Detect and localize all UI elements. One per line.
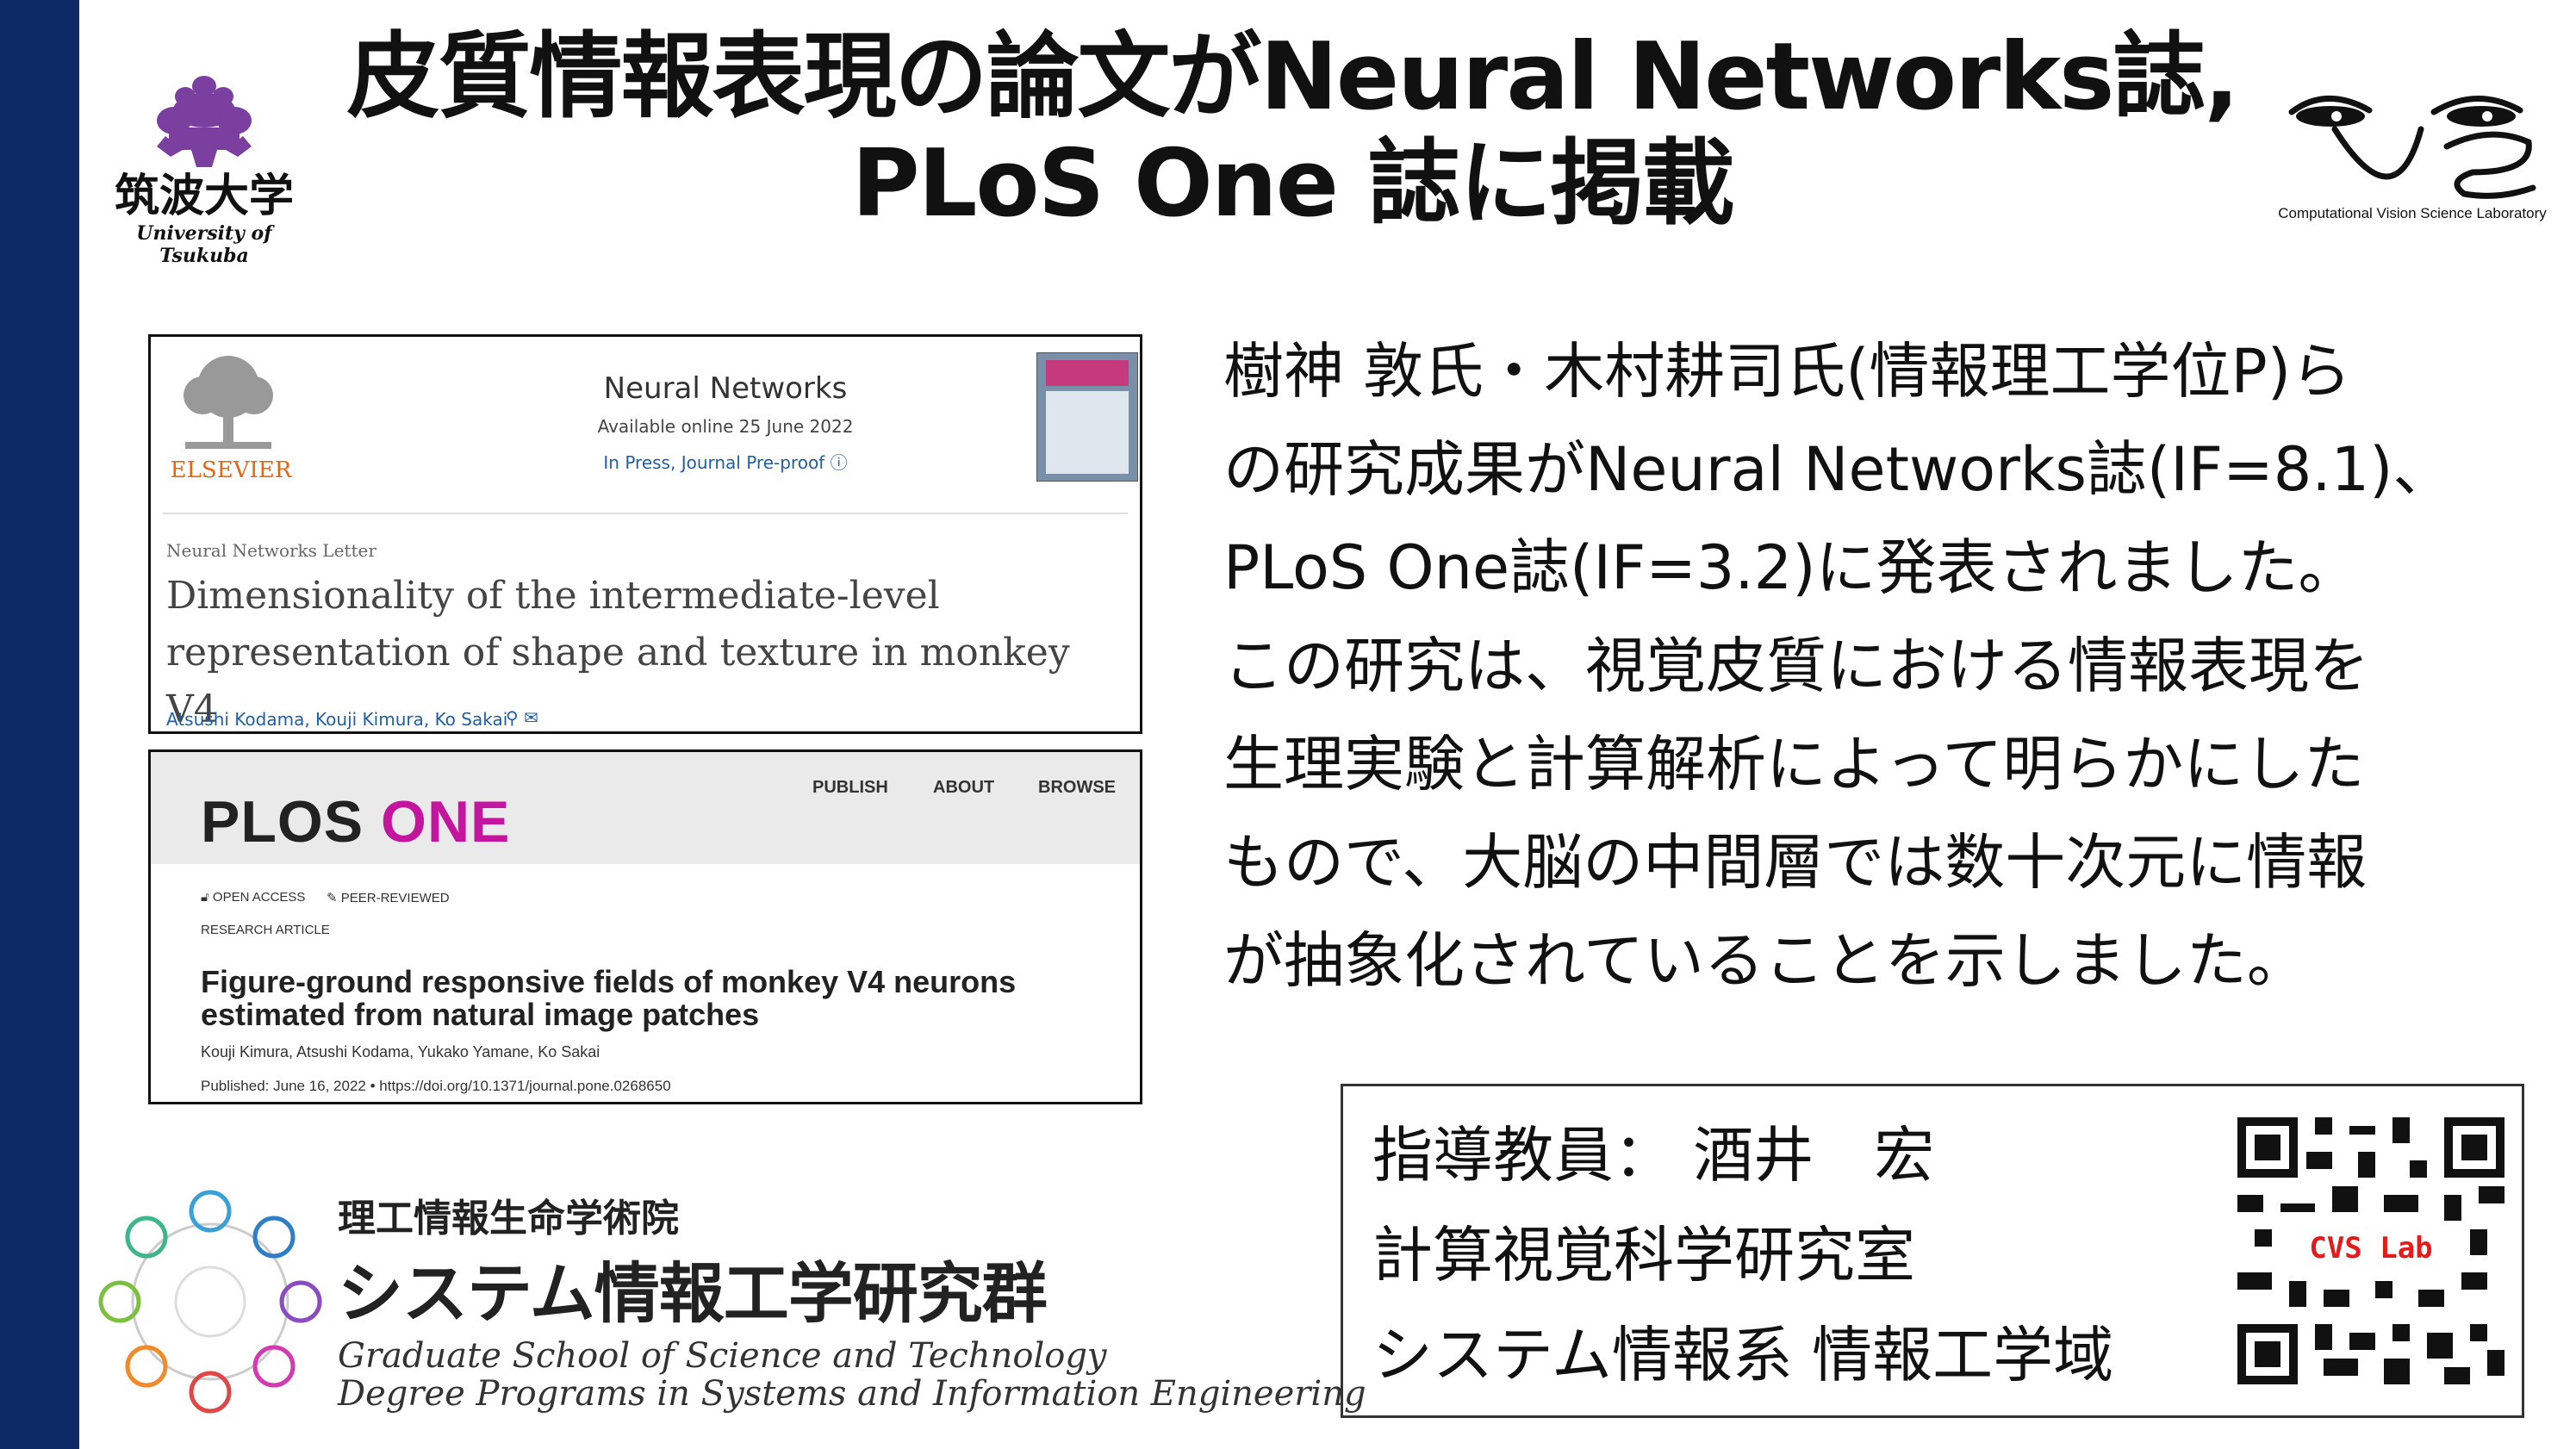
research-description: 樹神 敦氏・木村耕司氏(情報理工学位P)ら の研究成果がNeural Netwo… bbox=[1223, 322, 2542, 1010]
neural-networks-article-card: ELSEVIER Neural Networks Available onlin… bbox=[148, 334, 1142, 734]
university-name-en: University of Tsukuba bbox=[136, 222, 272, 267]
elsevier-wordmark: ELSEVIER bbox=[170, 457, 292, 483]
nav-about[interactable]: ABOUT bbox=[933, 778, 995, 797]
journal-cover-thumbnail bbox=[1036, 352, 1138, 482]
school-name-small: 理工情報生命学術院 bbox=[338, 1197, 679, 1241]
plos-article-authors[interactable]: Kouji Kimura, Atsushi Kodama, Yukako Yam… bbox=[201, 1043, 600, 1060]
description-line: この研究は、視覚皮質における情報表現を bbox=[1223, 631, 2369, 701]
lock-icon: 🔓︎ bbox=[201, 890, 209, 905]
description-line: が抽象化されていることを示しました。 bbox=[1223, 925, 2307, 996]
article-authors[interactable]: Atsushi Kodama, Kouji Kimura, Ko Sakai bbox=[166, 709, 508, 730]
journal-name: Neural Networks bbox=[603, 371, 848, 406]
author-contact-icon[interactable]: ⚲ ✉ bbox=[506, 707, 538, 728]
advisor-text: 指導教員： 酒井 宏 計算視覚科学研究室 システム情報系 情報工学域 bbox=[1372, 1105, 2113, 1405]
advisor-info-box: 指導教員： 酒井 宏 計算視覚科学研究室 システム情報系 情報工学域 bbox=[1341, 1084, 2524, 1418]
cvs-lab-logo-icon bbox=[2274, 78, 2550, 207]
peer-reviewed-label: PEER-REVIEWED bbox=[340, 891, 450, 905]
one-logo-text: ONE bbox=[381, 789, 511, 855]
school-name-en: Graduate School of Science and Technolog… bbox=[338, 1337, 1366, 1413]
plos-article-title[interactable]: Figure-ground responsive fields of monke… bbox=[201, 964, 1017, 1032]
description-line: の研究成果がNeural Networks誌(IF=8.1)、 bbox=[1223, 434, 2454, 505]
slide-title: 皮質情報表現の論文がNeural Networks誌, PLoS One 誌に掲… bbox=[258, 24, 2326, 238]
lab-name: 計算視覚科学研究室 bbox=[1372, 1220, 1915, 1290]
card-divider bbox=[163, 513, 1128, 514]
university-name-ja: 筑波大学 bbox=[114, 170, 294, 222]
advisor-name: 指導教員： 酒井 宏 bbox=[1372, 1120, 1935, 1191]
plos-logo-text: PLOS bbox=[201, 789, 364, 855]
nav-browse[interactable]: BROWSE bbox=[1038, 778, 1116, 797]
left-sidebar-bar bbox=[0, 0, 79, 1449]
nav-publish[interactable]: PUBLISH bbox=[812, 778, 888, 797]
open-access-badge: 🔓︎ OPEN ACCESS bbox=[201, 890, 305, 905]
school-name-en-line-1: Graduate School of Science and Technolog… bbox=[338, 1336, 1107, 1376]
department-name: システム情報系 情報工学域 bbox=[1372, 1320, 2114, 1390]
in-press-link[interactable]: In Press, Journal Pre-proof ⓘ bbox=[603, 452, 848, 473]
description-line: 樹神 敦氏・木村耕司氏(情報理工学位P)ら bbox=[1223, 336, 2352, 407]
lab-logo-caption: Computational Vision Science Laboratory bbox=[2278, 205, 2547, 221]
school-name-en-line-2: Degree Programs in Systems and Informati… bbox=[338, 1374, 1366, 1414]
available-online-date: Available online 25 June 2022 bbox=[597, 416, 854, 437]
qr-code-icon[interactable]: CVS Lab bbox=[2237, 1117, 2504, 1384]
description-line: 生理実験と計算解析によって明らかにした bbox=[1223, 729, 2365, 799]
plos-published-info: Published: June 16, 2022 • https://doi.o… bbox=[201, 1078, 671, 1094]
article-title[interactable]: Dimensionality of the intermediate-level… bbox=[166, 574, 1070, 731]
description-line: PLoS One誌(IF=3.2)に発表されました。 bbox=[1223, 532, 2359, 603]
peer-reviewed-badge: ✎ PEER-REVIEWED bbox=[327, 890, 450, 905]
pen-icon: ✎ bbox=[327, 891, 338, 905]
open-access-label: OPEN ACCESS bbox=[212, 890, 306, 905]
elsevier-tree-icon bbox=[168, 352, 289, 456]
school-emblem-icon bbox=[90, 1185, 331, 1418]
plos-one-article-card: PUBLISH ABOUT BROWSE PLOS ONE 🔓︎ OPEN AC… bbox=[148, 749, 1142, 1104]
article-category: Neural Networks Letter bbox=[166, 540, 376, 561]
slide-title-line-2: PLoS One 誌に掲載 bbox=[851, 130, 1734, 238]
description-line: もので、大脳の中間層では数十次元に情報 bbox=[1223, 827, 2368, 898]
school-name-large: システム情報工学研究群 bbox=[338, 1255, 1048, 1332]
qr-label: CVS Lab bbox=[2289, 1229, 2453, 1267]
plos-header-bar bbox=[151, 752, 1140, 864]
slide-title-line-1: 皮質情報表現の論文がNeural Networks誌, bbox=[346, 23, 2240, 131]
tsukuba-crest-icon bbox=[96, 60, 312, 258]
article-type-label: RESEARCH ARTICLE bbox=[201, 923, 330, 937]
plos-one-logo[interactable]: PLOS ONE bbox=[201, 788, 510, 855]
